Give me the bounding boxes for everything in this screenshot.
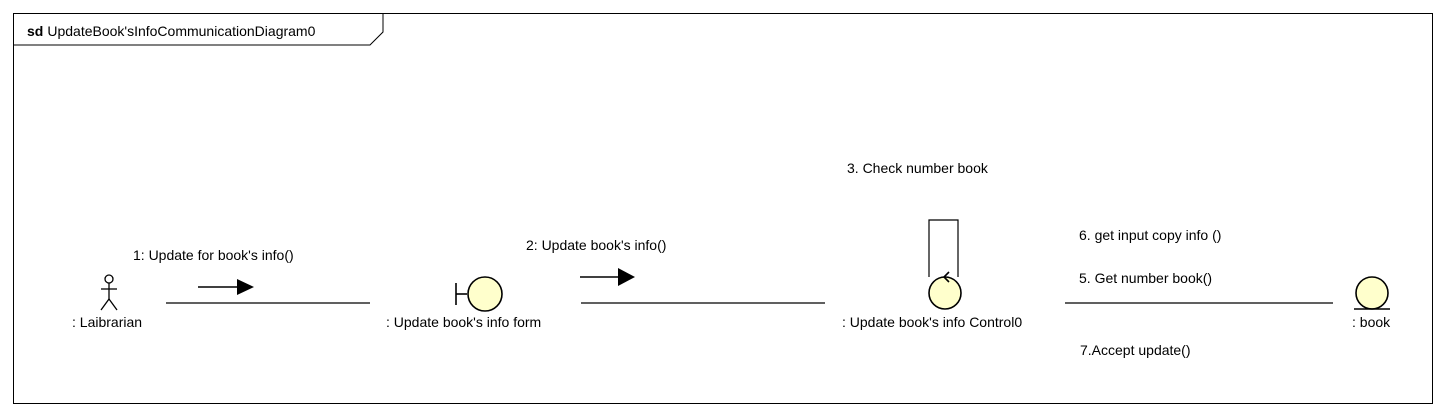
frame-keyword: sd	[27, 23, 44, 39]
message-label-1: 1: Update for book's info()	[133, 247, 294, 263]
message-arrow-1	[198, 279, 254, 295]
boundary-icon	[455, 276, 503, 312]
diagram-frame	[13, 13, 1433, 404]
message-label-7: 7.Accept update()	[1080, 342, 1191, 358]
boundary-label: : Update book's info form	[386, 314, 542, 330]
entity-icon	[1354, 276, 1390, 310]
control-label: : Update book's info Control0	[842, 314, 1023, 330]
frame-name: UpdateBook'sInfoCommunicationDiagram0	[47, 23, 316, 39]
actor-label: : Laibrarian	[72, 314, 143, 330]
control-icon	[928, 271, 962, 310]
frame-title-tab	[13, 13, 384, 46]
message-label-6: 6. get input copy info ()	[1079, 227, 1222, 243]
actor-icon	[100, 274, 118, 311]
message-arrow-2	[580, 268, 635, 286]
message-label-3: 3. Check number book	[847, 160, 988, 176]
message-label-2: 2: Update book's info()	[526, 237, 667, 253]
self-link-control	[928, 219, 959, 277]
message-label-5: 5. Get number book()	[1079, 270, 1213, 286]
entity-label: : book	[1352, 314, 1391, 330]
